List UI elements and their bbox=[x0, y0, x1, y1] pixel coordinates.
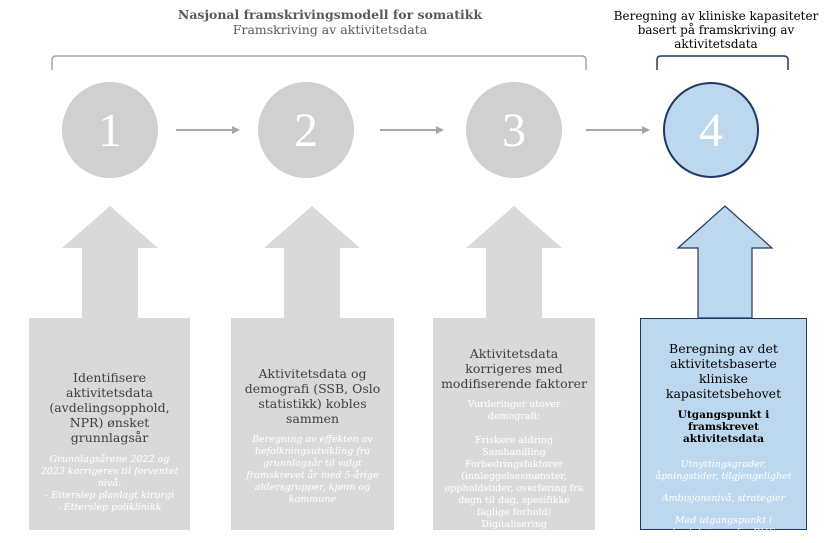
arrow-3-4 bbox=[586, 126, 650, 134]
step-4-title: Beregning av det aktivitetsbaserte klini… bbox=[665, 341, 782, 401]
up-arrow-4 bbox=[676, 205, 774, 319]
capacity-title: Beregning av kliniske kapasiteter basert… bbox=[613, 9, 819, 51]
bracket-capacity bbox=[656, 55, 789, 70]
arrow-1-2 bbox=[176, 126, 240, 134]
model-subtitle: Framskriving av aktivitetsdata bbox=[232, 22, 428, 37]
step-3-list-item: Forbedringsfaktorer (innleggelsesmønster… bbox=[444, 459, 584, 518]
bracket-model bbox=[51, 55, 587, 70]
step-1-box: Identifisere aktivitetsdata (avdelingsop… bbox=[29, 318, 190, 530]
step-4-italic-item: Utnyttingsgrader, åpningstider, tilgjeng… bbox=[655, 459, 792, 482]
step-2-title: Aktivitetsdata og demografi (SSB, Oslo s… bbox=[244, 366, 381, 426]
step-4-bold: Utgangspunkt i framskrevet aktivitetsdat… bbox=[677, 409, 770, 445]
step-1-circle: 1 bbox=[62, 82, 158, 178]
step-3-box: Aktivitetsdata korrigeres med modifisere… bbox=[433, 318, 595, 530]
step-1-list-item: - Etterslep planlagt kirurgi bbox=[44, 490, 175, 501]
model-title: Nasjonal framskrivingsmodell for somatik… bbox=[177, 7, 483, 22]
step-3-circle: 3 bbox=[466, 82, 562, 178]
step-4-italic-item: Med utgangspunkt i beslutninger fra RHF bbox=[672, 515, 775, 538]
step-2-circle: 2 bbox=[258, 82, 354, 178]
step-4-circle: 4 bbox=[663, 82, 759, 178]
step-4-box: Beregning av det aktivitetsbaserte klini… bbox=[640, 318, 807, 538]
step-3-intro: Vurderinger utover demografi: bbox=[467, 399, 561, 422]
step-1-title: Identifisere aktivitetsdata (avdelingsop… bbox=[49, 370, 170, 445]
step-3-list-item: Digitalisering bbox=[481, 519, 547, 530]
step-1-italic: Grunnlagsårene 2022 og 2023 korrigeres t… bbox=[40, 454, 179, 489]
step-3-list-item: Friskere aldring bbox=[474, 435, 554, 446]
step-3-title: Aktivitetsdata korrigeres med modifisere… bbox=[441, 346, 587, 391]
step-3-list-item: Samhandling bbox=[482, 447, 546, 458]
step-4-italic-item: Ambisjonsnivå, strategier bbox=[661, 493, 786, 504]
up-arrow-3 bbox=[466, 206, 562, 318]
arrow-2-3 bbox=[380, 126, 444, 134]
step-1-list-item: - Etterslep poliklinikk bbox=[57, 502, 162, 513]
step-2-italic: Beregning av effekten av befolkningsutvi… bbox=[246, 434, 379, 505]
up-arrow-2 bbox=[264, 206, 360, 318]
step-2-box: Aktivitetsdata og demografi (SSB, Oslo s… bbox=[231, 318, 394, 530]
up-arrow-1 bbox=[62, 206, 158, 318]
